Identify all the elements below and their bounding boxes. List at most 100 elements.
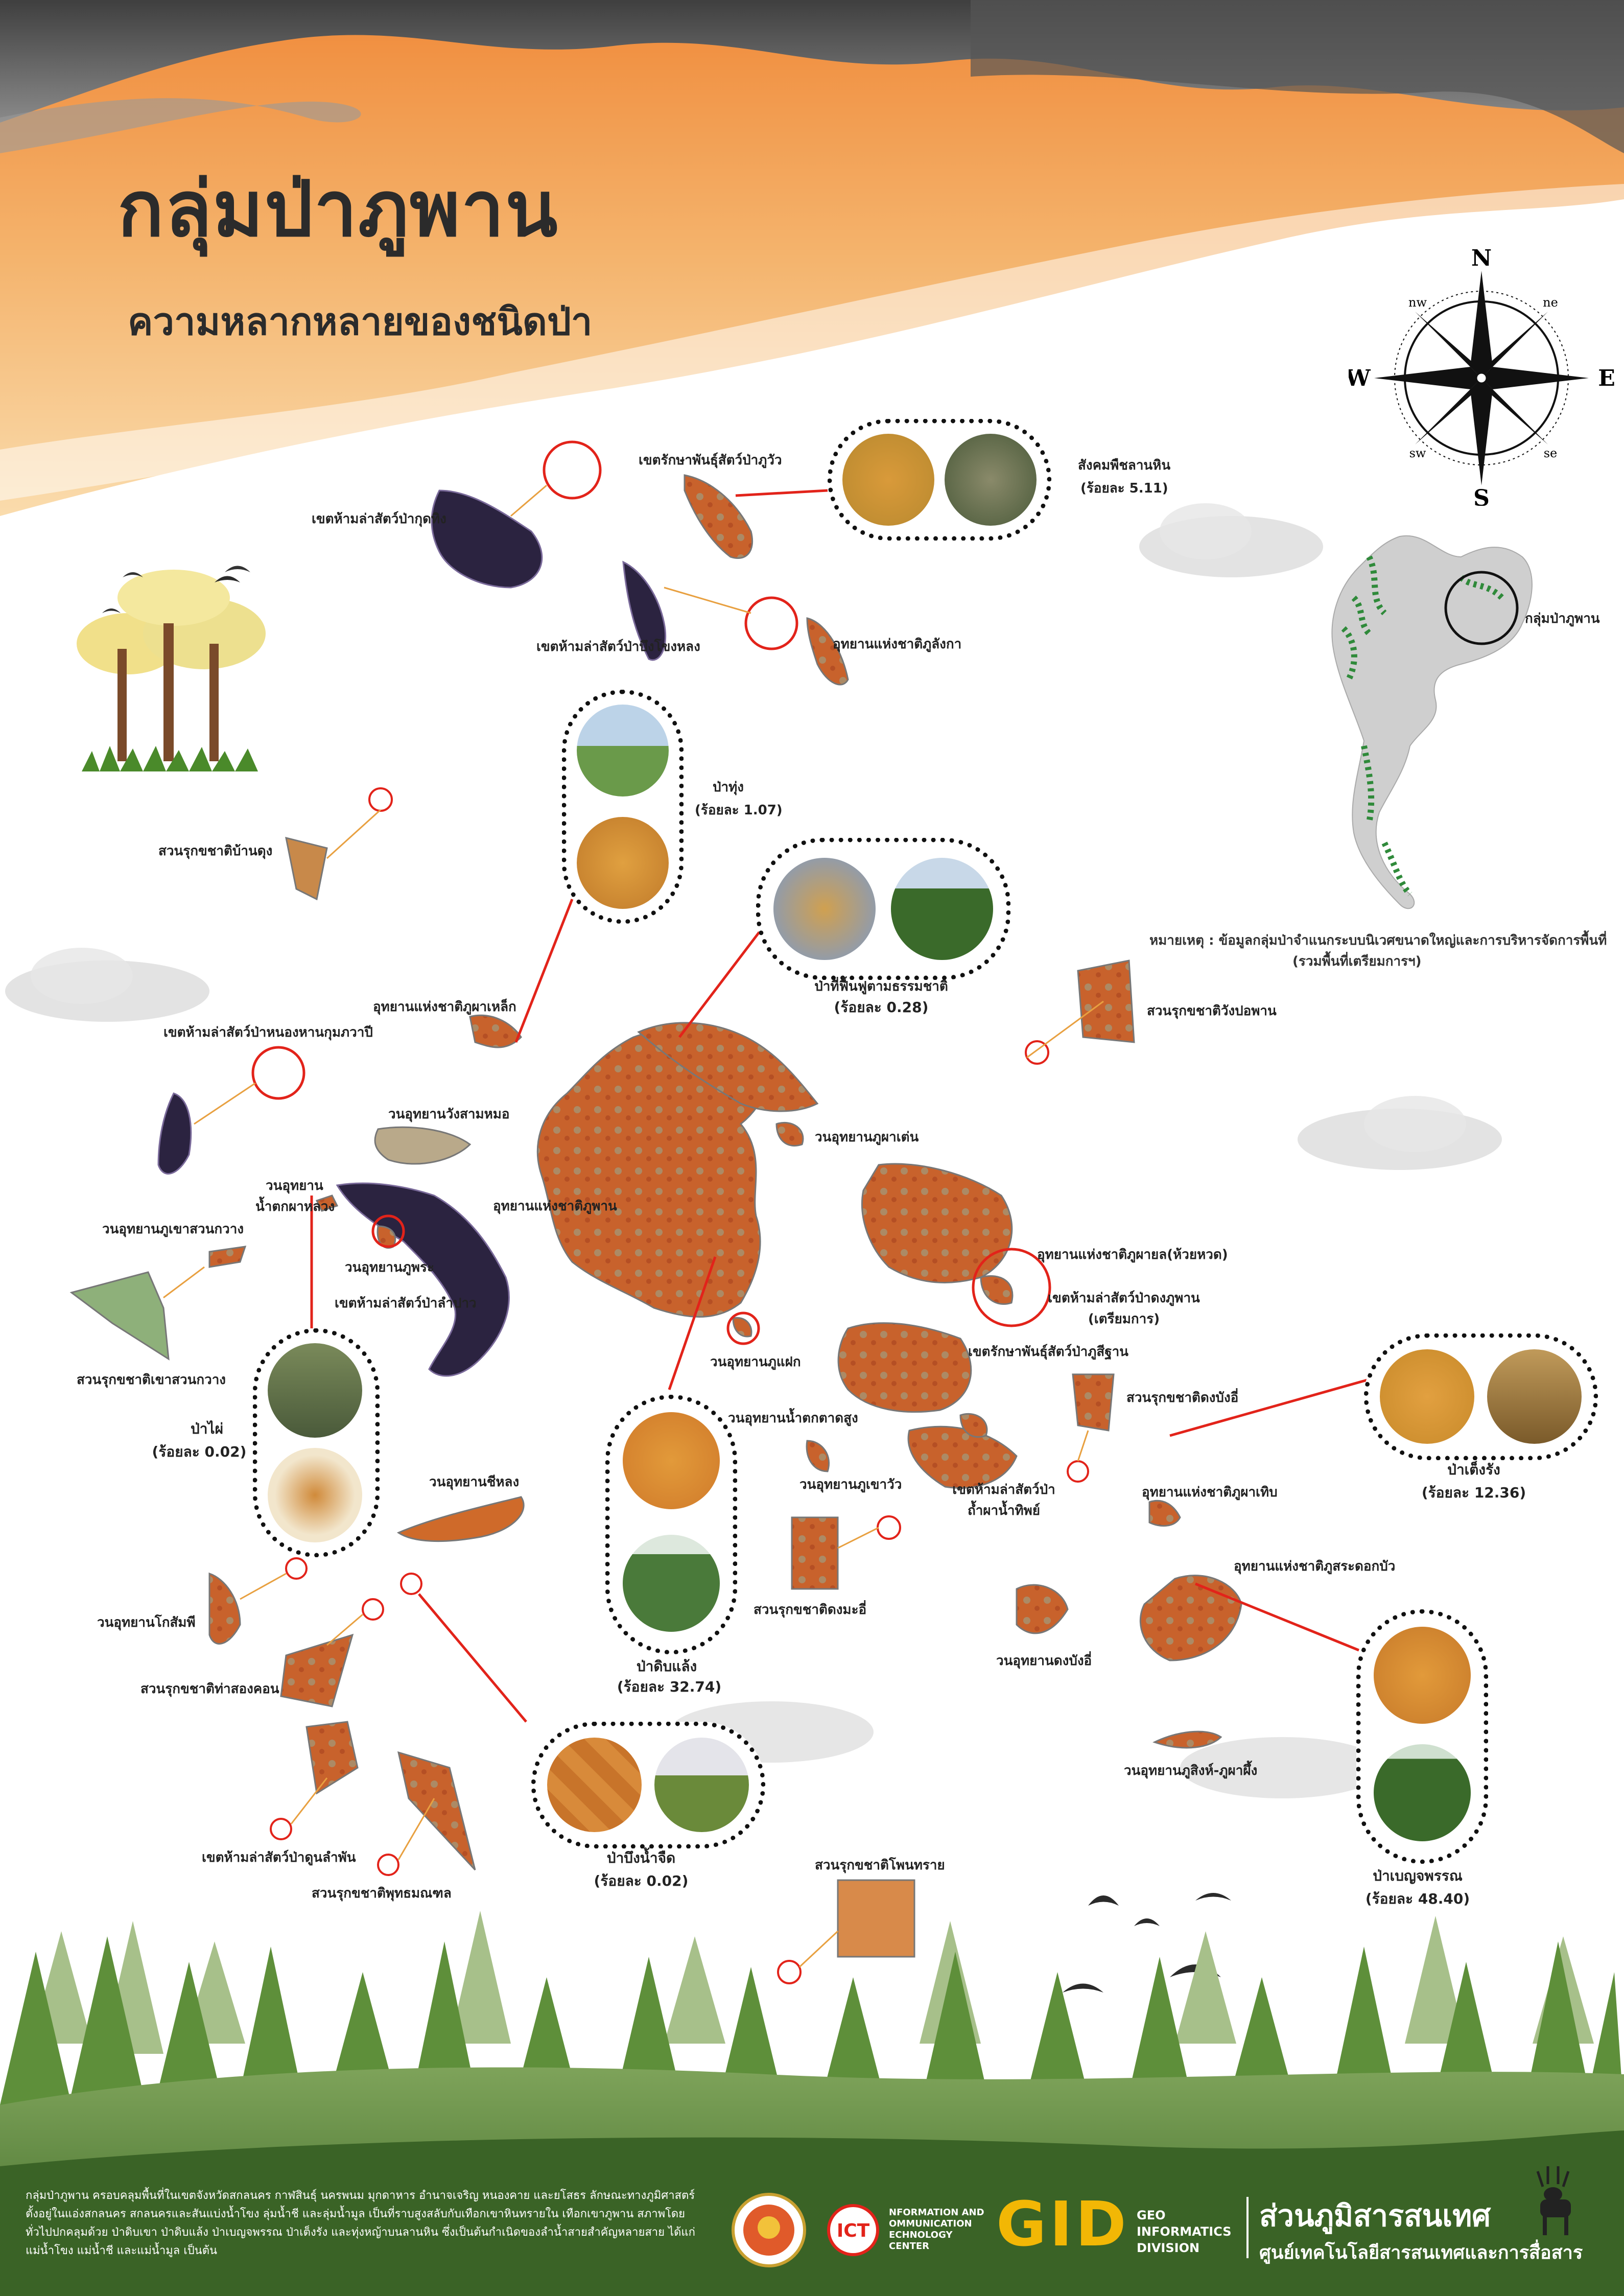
forest-footer-background <box>0 1911 1624 2296</box>
phu-langka-polygon <box>806 617 849 686</box>
label-nong-han: เขตห้ามล่าสัตว์ป่าหนองหานกุมภวาปี <box>163 1025 373 1040</box>
label-phu-sing: วนอุทยานภูสิงห์-ภูผาผึ้ง <box>1124 1763 1258 1778</box>
pa-thung-name: ป่าทุ่ง <box>713 780 744 795</box>
compass-sw: sw <box>1409 446 1426 460</box>
photo-pa-bueng-map <box>547 1738 642 1832</box>
photo-pa-fuen-real <box>891 858 993 960</box>
photo-pa-phai-real <box>268 1343 362 1438</box>
tha-song-khon-polygon <box>280 1633 354 1707</box>
ict-text-2: OMMUNICATION <box>889 2218 972 2229</box>
sangkhom-pct: (ร้อยละ 5.11) <box>1080 481 1168 496</box>
compass-e: E <box>1598 365 1614 391</box>
label-khao-suan-kwang-arb: สวนรุกขชาติเขาสวนกวาง <box>77 1372 226 1388</box>
gid-text-1: GEO <box>1137 2208 1166 2222</box>
page-title: กลุ่มป่าภูพาน <box>117 165 559 254</box>
pill-pa-bueng <box>531 1722 765 1848</box>
lam-pao-polygon <box>336 1182 510 1377</box>
deer-icon <box>1536 2166 1571 2235</box>
kut-thing-polygon <box>431 489 543 589</box>
ict-text-4: CENTER <box>889 2241 930 2252</box>
cloud-icon <box>1298 1096 1502 1170</box>
label-nam-tok-pha-luang-2: น้ำตกผาหลวง <box>255 1199 335 1214</box>
label-phu-phra: วนอุทยานภูพระ <box>345 1260 434 1275</box>
compass-ne: ne <box>1543 295 1558 310</box>
pill-pa-tengrang <box>1364 1333 1598 1460</box>
label-dong-mada: สวนรุกขชาติดงมะอี่ <box>754 1602 867 1618</box>
cloud-icon <box>1180 1737 1384 1798</box>
pa-dib-laeng-name: ป่าดิบแล้ง <box>636 1658 697 1675</box>
note-line-2: (รวมพื้นที่เตรียมการฯ) <box>1292 954 1422 969</box>
nong-han-polygon <box>157 1092 192 1175</box>
label-tham-pha-nam-thip: เขตห้ามล่าสัตว์ป่า ถ้ำผาน้ำทิพย์ <box>952 1479 1055 1521</box>
phu-sithan-polygon <box>837 1322 972 1413</box>
label-phu-sithan: เขตรักษาพันธุ์สัตว์ป่าภูสีฐาน <box>968 1344 1128 1360</box>
pa-benchaphan-name: ป่าเบญจพรรณ <box>1373 1867 1463 1884</box>
dong-bang-i-park-polygon <box>1016 1584 1069 1634</box>
label-tham-pha-nam-thip-2: ถ้ำผาน้ำทิพย์ <box>967 1503 1041 1518</box>
wang-sam-mo-polygon <box>374 1126 472 1165</box>
pa-tengrang-name: ป่าเต็งรัง <box>1447 1461 1500 1478</box>
pa-dib-laeng-pct: (ร้อยละ 32.74) <box>617 1678 722 1695</box>
label-kosumphi: วนอุทยานโกสัมพี <box>97 1615 196 1630</box>
photo-pa-thung-map <box>577 817 669 909</box>
label-bueng-khong-long: เขตห้ามล่าสัตว์ป่าบึงโขงหลง <box>536 639 700 654</box>
dong-mada-polygon <box>791 1516 839 1590</box>
label-phu-pha-thoep: อุทยานแห่งชาติภูผาเทิบ <box>1142 1485 1278 1500</box>
pa-tengrang-pct: (ร้อยละ 12.36) <box>1421 1484 1526 1501</box>
sunset-sky-background <box>0 0 1624 562</box>
compass-rose-icon: N S W E nw ne sw se <box>1349 245 1614 506</box>
gid-text-3: DIVISION <box>1137 2241 1200 2255</box>
photo-pa-benchaphan-map <box>1374 1627 1471 1724</box>
compass-n: N <box>1471 245 1492 271</box>
pa-benchaphan-pct: (ร้อยละ 48.40) <box>1365 1890 1470 1907</box>
footer-description: กลุ่มป่าภูพาน ครอบคลุมพื้นที่ในเขตจังหวั… <box>26 2189 695 2257</box>
photo-pa-bueng-real <box>654 1738 749 1832</box>
label-phutthamonthon: สวนรุกขชาติพุทธมณฑล <box>312 1886 452 1901</box>
photo-pa-fuen-map <box>773 858 876 960</box>
phu-khao-wua-polygon <box>959 1413 988 1438</box>
map-note: หมายเหตุ : ข้อมูลกลุ่มป่าจำแนกระบบนิเวศข… <box>1149 930 1607 972</box>
org-name: ส่วนภูมิสารสนเทศ <box>1259 2198 1491 2233</box>
label-phu-sa-dok-bua: อุทยานแห่งชาติภูสระดอกบัว <box>1234 1559 1396 1574</box>
pa-thung-pct: (ร้อยละ 1.07) <box>695 803 783 818</box>
label-lam-pao: เขตห้ามล่าสัตว์ป่าลำปาว <box>335 1296 477 1311</box>
label-wang-pho-phan: สวนรุกขชาติวังปอพาน <box>1147 1003 1277 1019</box>
department-seal-icon <box>732 2193 806 2267</box>
pa-fuen-name: ป่าที่ฟื้นฟูตามธรรมชาติ <box>814 979 948 994</box>
ict-logo-text: NFORMATION AND OMMUNICATION ECHNOLOGY CE… <box>889 2207 984 2252</box>
pill-pa-dib-laeng <box>605 1395 737 1654</box>
label-dong-phu-phan: เขตห้ามล่าสัตว์ป่าดงภูพาน (เตรียมการ) <box>1048 1287 1200 1329</box>
nam-tok-tad-sung-polygon <box>806 1440 830 1472</box>
compass-w: W <box>1349 365 1371 391</box>
cloud-icon <box>1139 503 1323 577</box>
photo-pa-tengrang-real <box>1487 1349 1582 1444</box>
compass-nw: nw <box>1408 295 1427 310</box>
nam-tok-pha-luang-polygon <box>315 1194 339 1212</box>
dong-phu-phan-polygon <box>980 1275 1014 1305</box>
label-phu-khao-wua: วนอุทยานภูเขาวัว <box>799 1477 902 1492</box>
photo-pa-thung-real <box>577 705 669 796</box>
label-dong-bang-i-park: วนอุทยานดงบังอี่ <box>996 1653 1092 1669</box>
phu-wua-polygon <box>684 474 754 559</box>
label-phu-faek: วนอุทยานภูแฝก <box>710 1354 801 1370</box>
compass-se: se <box>1544 446 1558 460</box>
photo-pa-dib-laeng-real <box>623 1535 720 1632</box>
phu-pha-den-polygon <box>775 1121 804 1147</box>
phu-faek-polygon <box>732 1317 752 1338</box>
gid-text-2: INFORMATICS <box>1137 2224 1232 2239</box>
label-phu-wua: เขตรักษาพันธุ์สัตว์ป่าภูวัว <box>639 453 782 468</box>
pa-phai-pct: (ร้อยละ 0.02) <box>152 1443 247 1460</box>
photo-sangkhom-map <box>842 434 934 526</box>
pill-pa-fuen <box>756 838 1010 980</box>
label-dong-phu-phan-2: (เตรียมการ) <box>1088 1311 1160 1327</box>
wang-pho-phan-polygon <box>1077 959 1135 1043</box>
label-tham-pha-nam-thip-1: เขตห้ามล่าสัตว์ป่า <box>952 1482 1055 1497</box>
photo-pa-dib-laeng-map <box>623 1412 720 1509</box>
chi-long-polygon <box>396 1496 525 1542</box>
ict-logo-icon: ICT <box>827 2204 879 2256</box>
phu-phan-north-polygon <box>637 1022 819 1112</box>
label-ban-dung: สวนรุกขชาติบ้านดุง <box>158 844 273 859</box>
ict-text-1: NFORMATION AND <box>889 2207 984 2218</box>
gid-logo-text: GEO INFORMATICS DIVISION <box>1137 2207 1232 2256</box>
pill-sangkhom <box>828 419 1051 541</box>
